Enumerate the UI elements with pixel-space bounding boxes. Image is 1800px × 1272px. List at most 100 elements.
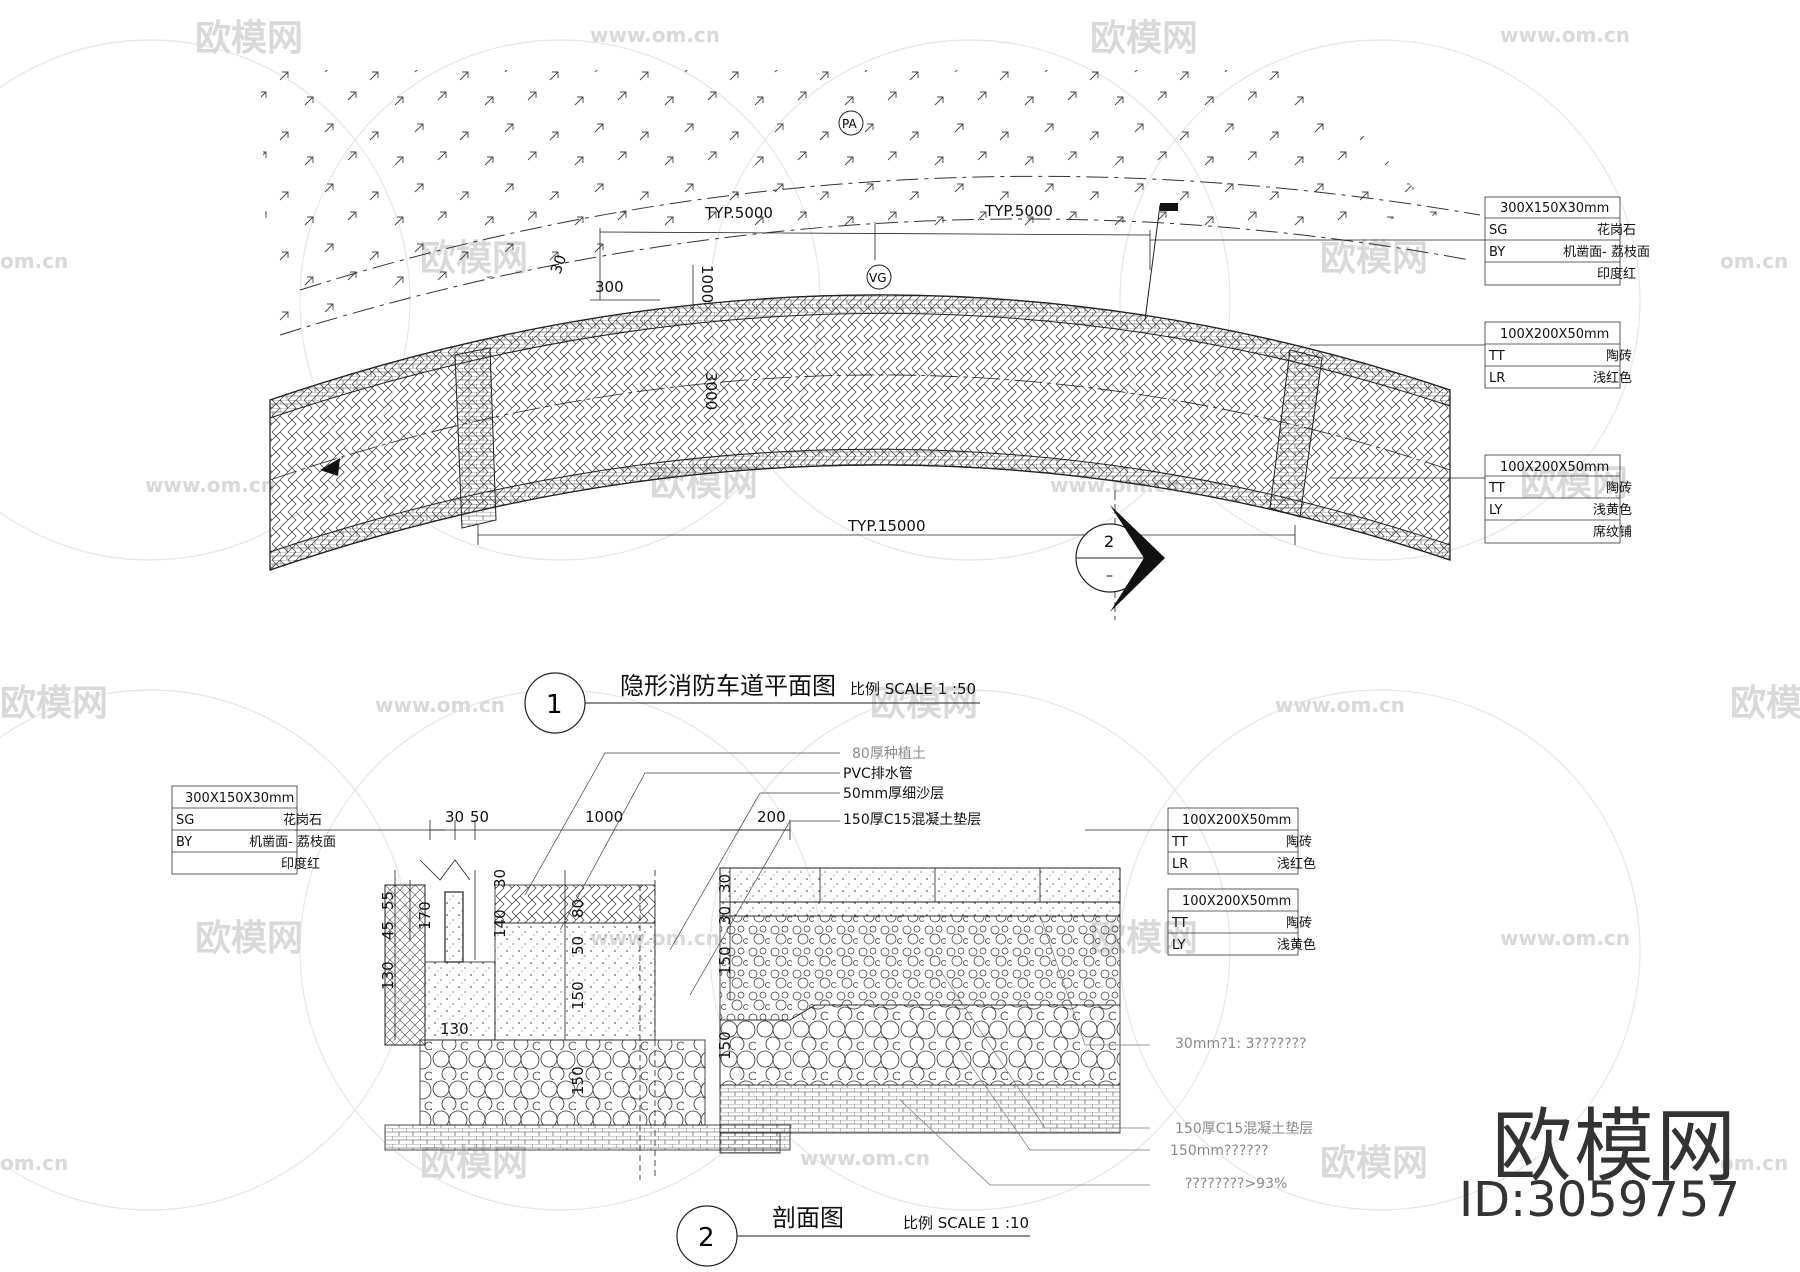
flag-icon: [1160, 203, 1178, 211]
legend-desc: 陶砖: [1286, 915, 1312, 931]
legend-desc: 浅黄色: [1277, 937, 1316, 953]
section-title: 2 剖面图 比例 SCALE 1 :10: [676, 1204, 1030, 1267]
sec-dim-150b: 150: [569, 1066, 587, 1095]
dim-typ-15000: TYP.15000: [847, 517, 926, 535]
section-title-text: 剖面图: [772, 1204, 844, 1232]
plan-title-scale: 比例 SCALE 1 :50: [850, 680, 976, 698]
callout-sand-layer: 50mm厚细沙层: [843, 786, 944, 802]
legend-desc: 浅红色: [1277, 856, 1316, 872]
concrete-c15-layer: [719, 915, 1121, 1021]
sec-dim-150a: 150: [569, 981, 587, 1010]
legend-desc: 陶砖: [1606, 348, 1632, 364]
section-title-scale: 比例 SCALE 1 :10: [903, 1214, 1029, 1232]
plan-title-number: 1: [546, 690, 563, 720]
watermark-brand: 欧模网: [1320, 238, 1428, 279]
watermark-brand: 欧模网: [0, 683, 108, 724]
sec-dim-30c: 30: [716, 906, 734, 925]
curb-concrete: [424, 961, 496, 1041]
granite-curb: [444, 891, 464, 963]
compacted-base-right: [719, 1084, 1121, 1134]
section-callout-leaders-right: [899, 914, 1150, 1186]
dim-3000: 3000: [702, 372, 720, 410]
legend-header: 100X200X50mm: [1182, 894, 1291, 909]
legend-header: 100X200X50mm: [1500, 327, 1609, 342]
watermark-url: www.om.cn: [1500, 926, 1630, 950]
sec-dim-45: 45: [379, 921, 397, 940]
legend-code: TT: [1171, 835, 1188, 850]
callout-right-1: 30mm?1: 3???????: [1175, 1036, 1307, 1052]
legend-header: 100X200X50mm: [1500, 460, 1609, 475]
sec-dim-150c: 150: [716, 946, 734, 975]
vg-marker: [866, 264, 892, 290]
sec-dim-30: 30: [445, 808, 464, 826]
plan-legend-2: 100X200X50mm TT 陶砖 LR 浅红色: [1484, 321, 1632, 389]
sec-dim-1000: 1000: [585, 808, 623, 826]
legend-code: BY: [176, 835, 192, 850]
granite-edge-bottom: [269, 448, 1451, 571]
sec-dim-170: 170: [416, 901, 434, 930]
section-legend-right-1: 100X200X50mm TT 陶砖 LR 浅红色: [1167, 807, 1316, 875]
watermark-url: www.om.cn: [590, 23, 720, 47]
centerline: [269, 374, 1451, 481]
dim-30: 30: [547, 252, 570, 276]
plan-legend-3: 100X200X50mm TT 陶砖 LY 浅黄色 席纹铺: [1484, 454, 1632, 544]
dim-1000: 1000: [698, 265, 716, 303]
direction-arrow-icon: [320, 458, 340, 476]
legend-code: TT: [1488, 481, 1505, 496]
sand-layer: [719, 901, 1121, 917]
brand-logo-text: 欧模网: [1492, 1100, 1738, 1193]
section-dimension-lines: [394, 820, 791, 1090]
sec-dim-150d: 150: [716, 1031, 734, 1060]
watermark-url: www.om.cn: [1500, 23, 1630, 47]
legend-desc: 浅红色: [1593, 370, 1632, 386]
sec-dim-30-top: 30: [716, 874, 734, 893]
watermark-url: www.om.cn: [375, 693, 505, 717]
callout-right-4: ????????>93%: [1185, 1176, 1287, 1192]
callout-planting-soil: 80厚种植土: [852, 746, 926, 762]
legend-desc: 陶砖: [1286, 834, 1312, 850]
callout-concrete-c15: 150厚C15混凝土垫层: [843, 812, 981, 828]
pa-marker: [838, 110, 864, 136]
planting-soil: [494, 922, 656, 1041]
legend-desc: 印度红: [1597, 266, 1636, 282]
lawn-hatch: [260, 70, 1440, 340]
watermark-url: om.cn: [0, 249, 68, 273]
granite-band: [454, 347, 497, 529]
planting-soil-top: [494, 884, 656, 924]
section-view: 30 50 1000 200 45 55 170 130 30 140 80 5…: [171, 746, 1316, 1267]
sec-dim-200: 200: [757, 808, 786, 826]
vg-marker-label: VG: [869, 271, 887, 285]
section-legend-right-2: 100X200X50mm TT 陶砖 LY 浅黄色: [1167, 888, 1316, 956]
break-line: [419, 859, 471, 881]
plan-title: 1 隐形消防车道平面图 比例 SCALE 1 :50: [524, 672, 980, 734]
legend-code: SG: [176, 813, 194, 828]
section-callout-leaders-top: [524, 752, 840, 996]
callout-pvc-pipe: PVC排水管: [843, 766, 913, 782]
legend-desc: 席纹铺: [1593, 524, 1632, 540]
section-cut-marker: 2 –: [1075, 490, 1165, 620]
dim-300: 300: [595, 278, 624, 296]
legend-header: 300X150X30mm: [185, 791, 294, 806]
legend-desc: 花岗石: [1597, 222, 1636, 238]
legend-desc: 机凿面- 荔枝面: [249, 835, 336, 850]
sec-dim-30b: 30: [491, 869, 509, 888]
legend-code: LY: [1489, 503, 1503, 518]
legend-desc: 花岗石: [283, 812, 322, 828]
watermark-brand: 欧模网: [1320, 1143, 1428, 1184]
legend-desc: 印度红: [281, 856, 320, 872]
sec-dim-55: 55: [379, 891, 397, 910]
legend-code: TT: [1488, 349, 1505, 364]
dim-typ-5000-right: TYP.5000: [984, 202, 1053, 220]
clay-brick-layer: [719, 867, 1121, 903]
watermark-url: www.om.cn: [1275, 693, 1405, 717]
legend-code: LR: [1489, 371, 1505, 386]
compacted-base-edge: [719, 1132, 781, 1154]
curb-base: [384, 884, 426, 1046]
section-legend-left: 300X150X30mm SG 花岗石 BY 机凿面- 荔枝面 印度红: [171, 785, 336, 875]
watermark-url: om.cn: [0, 1151, 68, 1175]
legend-desc: 浅黄色: [1593, 502, 1632, 518]
flag-pole: [1144, 204, 1161, 321]
section-cut-number: 2: [1104, 532, 1114, 551]
legend-desc: 陶砖: [1606, 480, 1632, 496]
